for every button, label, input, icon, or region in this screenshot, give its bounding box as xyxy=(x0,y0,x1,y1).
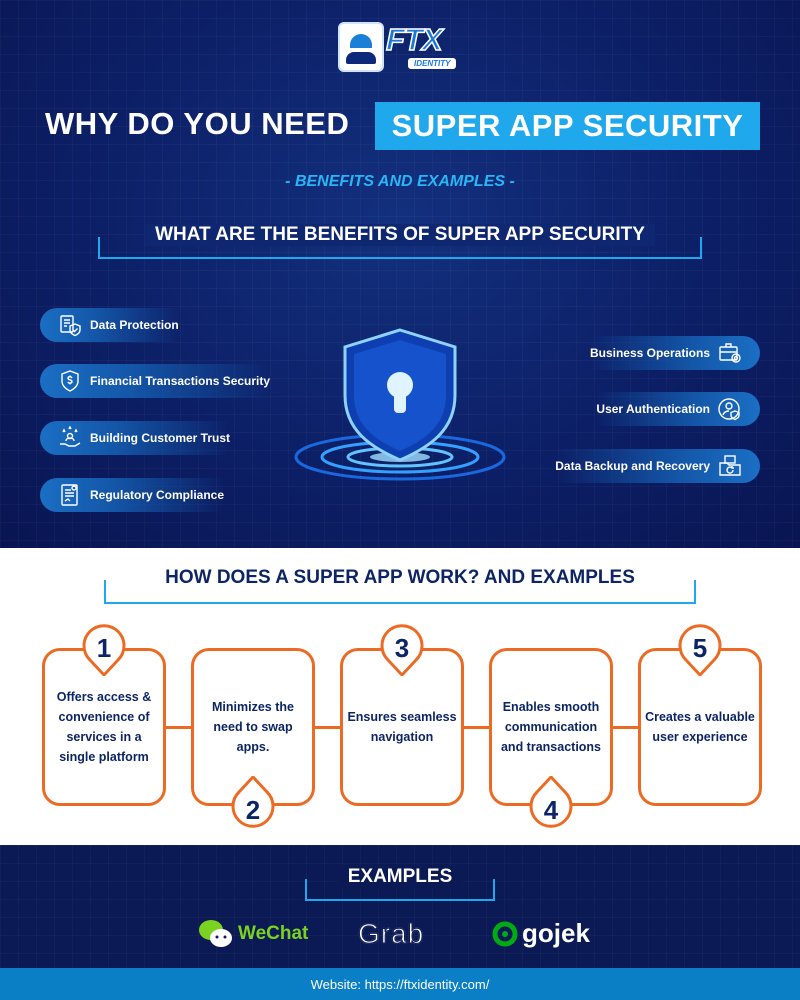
benefit-label: Data Backup and Recovery xyxy=(555,459,710,473)
step-number: 5 xyxy=(692,632,708,663)
gojek-label: gojek xyxy=(522,918,590,948)
logo-tagline: IDENTITY xyxy=(408,58,457,69)
document-shield-icon xyxy=(60,315,81,337)
dollar-shield-icon xyxy=(61,370,79,392)
step-badge-2: 2 xyxy=(225,776,281,832)
grab-label: Grab xyxy=(357,918,425,950)
benefit-label: Business Operations xyxy=(589,346,710,360)
benefits-heading-frame: WHAT ARE THE BENEFITS OF SUPER APP SECUR… xyxy=(98,224,702,259)
certificate-icon xyxy=(61,484,78,506)
ftx-identity-logo: FTX IDENTITY xyxy=(338,21,462,74)
step-text: Ensures seamless navigation xyxy=(347,710,457,744)
hand-stars-icon xyxy=(60,426,81,447)
step-number: 3 xyxy=(394,632,410,663)
step-badge-3: 3 xyxy=(374,620,430,676)
subtitle: - BENEFITS AND EXAMPLES - xyxy=(285,173,515,190)
step-number: 1 xyxy=(96,632,112,663)
step-card-3: Ensures seamless navigation xyxy=(340,648,464,806)
security-shield-illustration xyxy=(294,328,506,481)
wechat-label: WeChat xyxy=(238,923,309,944)
examples-heading-frame: EXAMPLES xyxy=(305,866,495,901)
step-text: Offers access & convenience of services … xyxy=(56,690,152,764)
wechat-icon xyxy=(199,920,232,947)
title-highlight: SUPER APP SECURITY xyxy=(391,108,744,143)
benefit-business-operations: Business Operations xyxy=(589,336,760,370)
benefit-label: Regulatory Compliance xyxy=(90,488,225,502)
wechat-logo: WeChat xyxy=(198,918,308,950)
examples-section xyxy=(0,845,800,968)
logo-name: FTX xyxy=(385,21,443,58)
step-text: Creates a valuable user experience xyxy=(645,710,755,744)
user-shield-icon xyxy=(718,398,740,421)
examples-heading: EXAMPLES xyxy=(337,866,463,888)
step-number: 2 xyxy=(245,794,261,825)
step-connector xyxy=(312,726,342,729)
benefit-label: User Authentication xyxy=(596,402,710,416)
how-heading-frame: HOW DOES A SUPER APP WORK? AND EXAMPLES xyxy=(104,567,696,604)
website-link[interactable]: Website: https://ftxidentity.com/ xyxy=(310,976,490,992)
step-connector xyxy=(163,726,193,729)
briefcase-target-icon xyxy=(719,343,741,363)
benefit-label: Building Customer Trust xyxy=(90,431,231,445)
benefit-building-customer-trust: Building Customer Trust xyxy=(40,421,231,455)
benefits-section xyxy=(0,0,800,548)
how-heading: HOW DOES A SUPER APP WORK? AND EXAMPLES xyxy=(155,567,645,589)
step-badge-1: 1 xyxy=(76,620,132,676)
step-connector xyxy=(461,726,491,729)
benefit-financial-transactions-security: Financial Transactions Security xyxy=(40,364,271,398)
gojek-icon xyxy=(492,921,518,946)
benefit-label: Data Protection xyxy=(90,318,179,332)
grab-logo: Grab xyxy=(357,918,425,950)
title-highlight-box: SUPER APP SECURITY xyxy=(375,102,760,150)
benefit-user-authentication: User Authentication xyxy=(596,392,760,426)
step-text: Minimizes the need to swap apps. xyxy=(212,700,294,754)
benefits-heading: WHAT ARE THE BENEFITS OF SUPER APP SECUR… xyxy=(145,224,655,246)
benefit-label: Financial Transactions Security xyxy=(90,374,271,388)
logo-mark-icon xyxy=(338,22,384,72)
backup-folder-icon xyxy=(719,455,741,476)
benefit-data-protection: Data Protection xyxy=(40,308,179,342)
step-connector xyxy=(610,726,640,729)
step-badge-5: 5 xyxy=(672,620,728,676)
gojek-logo: gojek xyxy=(492,918,590,949)
title-part1: WHY DO YOU NEED xyxy=(45,106,350,141)
step-number: 4 xyxy=(543,794,559,825)
step-badge-4: 4 xyxy=(523,776,579,832)
footer-bar: Website: https://ftxidentity.com/ xyxy=(0,968,800,1000)
benefit-data-backup-and-recovery: Data Backup and Recovery xyxy=(555,449,760,483)
step-text: Enables smooth communication and transac… xyxy=(500,700,602,754)
benefit-regulatory-compliance: Regulatory Compliance xyxy=(40,478,225,512)
